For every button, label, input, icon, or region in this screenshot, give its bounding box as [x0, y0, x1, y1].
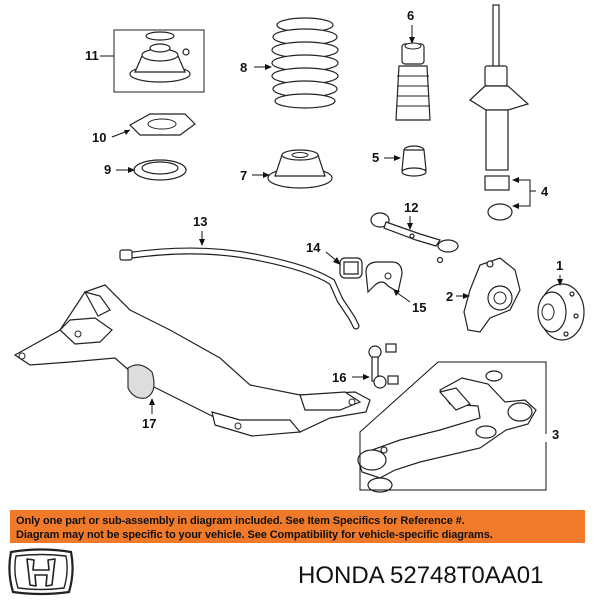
part-stabilizer-bushing [339, 257, 363, 279]
disclaimer-banner: Only one part or sub-assembly in diagram… [10, 510, 585, 543]
disclaimer-line-1: Only one part or sub-assembly in diagram… [16, 515, 465, 527]
callout-3: 3 [552, 427, 559, 442]
callout-7: 7 [240, 168, 247, 183]
callout-2: 2 [446, 289, 453, 304]
callout-6: 6 [407, 8, 414, 23]
part-control-link [370, 212, 459, 264]
callout-8: 8 [240, 60, 247, 75]
part-bump-rubber [401, 145, 427, 177]
callout-16: 16 [332, 370, 346, 385]
callout-11: 11 [85, 48, 99, 63]
callout-17: 17 [142, 416, 156, 431]
part-stabilizer-bar [119, 247, 360, 330]
part-mount-plate [129, 113, 196, 136]
part-hub-bearing [537, 283, 585, 341]
part-knuckle [463, 257, 521, 333]
callout-14: 14 [306, 240, 321, 255]
part-dust-boot [395, 42, 431, 121]
part-strut-mount [113, 29, 205, 93]
part-number-label: HONDA 52748T0AA01 [298, 562, 544, 589]
part-lower-spring-seat [267, 149, 333, 189]
disclaimer-line-2: Diagram may not be specific to your vehi… [16, 529, 493, 541]
callout-10: 10 [92, 130, 106, 145]
honda-h-logo-icon [8, 548, 74, 596]
callout-13: 13 [193, 214, 207, 229]
suspension-parts-diagram: 11 10 9 8 7 [13, 4, 585, 493]
callout-4: 4 [541, 184, 549, 199]
callout-5: 5 [372, 150, 379, 165]
part-subframe [13, 284, 371, 437]
part-spring-seat-ring [133, 159, 187, 181]
part-stabilizer-link [368, 343, 399, 389]
part-stabilizer-bracket [365, 261, 403, 294]
callout-9: 9 [104, 162, 111, 177]
callout-12: 12 [404, 200, 418, 215]
callout-1: 1 [556, 258, 563, 273]
part-shock-absorber [469, 4, 530, 221]
callout-15: 15 [412, 300, 426, 315]
part-lower-control-arm [357, 370, 537, 493]
part-coil-spring [271, 17, 339, 109]
